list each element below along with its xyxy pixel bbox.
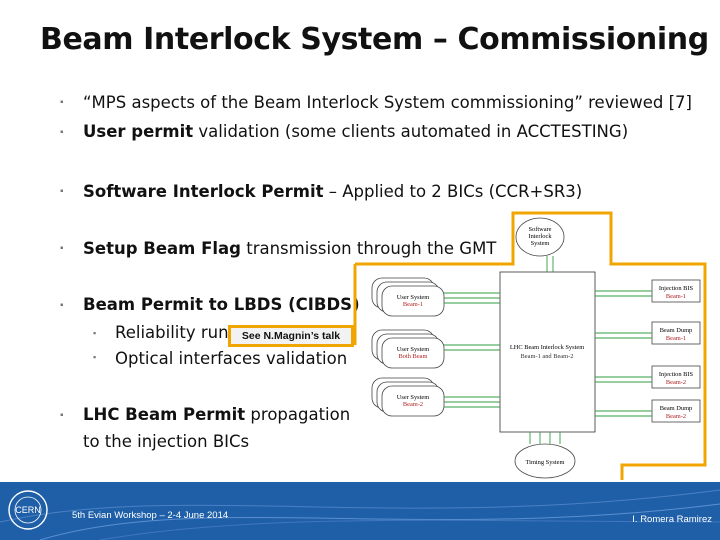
- bullet-marker: ▪: [60, 300, 64, 311]
- svg-text:Timing System: Timing System: [525, 459, 564, 466]
- beam-permit-links: [595, 290, 652, 417]
- svg-text:Beam-1: Beam-1: [666, 293, 686, 300]
- svg-text:CERN: CERN: [15, 505, 41, 515]
- svg-text:User System: User System: [397, 294, 430, 301]
- software-interlock-box: Software Interlock System: [515, 217, 565, 257]
- svg-text:Beam-2: Beam-2: [666, 379, 686, 386]
- bullet-software-interlock: Software Interlock Permit – Applied to 2…: [83, 182, 583, 201]
- diagram-frame: [353, 211, 707, 480]
- subbullet-optical-interfaces: Optical interfaces validation: [115, 349, 348, 368]
- cern-logo-icon: CERN: [8, 490, 48, 530]
- bullet-setup-beam-flag: Setup Beam Flag transmission through the…: [83, 239, 497, 258]
- svg-text:Beam-2: Beam-2: [403, 401, 423, 408]
- svg-text:Beam Dump: Beam Dump: [660, 327, 692, 334]
- callout-see-talk: See N.Magnin’s talk: [228, 325, 354, 347]
- subbullet-reliability-run: Reliability run: [115, 323, 229, 342]
- svg-text:Beam-1: Beam-1: [403, 301, 423, 308]
- bis-sublabel: Beam-1 and Beam-2: [521, 353, 574, 360]
- injection-bis-beam2-box: Injection BIS Beam-2: [651, 365, 701, 389]
- svg-text:User System: User System: [397, 346, 430, 353]
- subbullet-marker: ▪: [93, 328, 97, 338]
- footer-author: I. Romera Ramirez: [632, 514, 712, 525]
- svg-text:Beam Dump: Beam Dump: [660, 405, 692, 412]
- bullet-lhc-beam-permit-line2: to the injection BICs: [83, 432, 250, 451]
- bullet-mps-review: “MPS aspects of the Beam Interlock Syste…: [83, 93, 692, 112]
- bullet-lhc-beam-permit: LHC Beam Permit propagation: [83, 405, 351, 424]
- bullet-marker: ▪: [60, 127, 64, 138]
- bullet-marker: ▪: [60, 410, 64, 421]
- user-permit-links: [444, 256, 554, 408]
- user-system-beam1: User System Beam-1: [371, 277, 445, 317]
- svg-text:Beam-1: Beam-1: [666, 335, 686, 342]
- bis-main-box: [499, 271, 596, 433]
- svg-text:System: System: [531, 240, 550, 247]
- bullet-marker: ▪: [60, 97, 64, 108]
- timing-system-box: Timing System: [514, 443, 576, 479]
- svg-text:Injection BIS: Injection BIS: [659, 285, 694, 292]
- footer-workshop: 5th Evian Workshop – 2-4 June 2014: [72, 510, 229, 521]
- beam-dump-beam1-box: Beam Dump Beam-1: [651, 321, 701, 345]
- bullet-beam-permit-lbds: Beam Permit to LBDS (CIBDS): [83, 295, 360, 314]
- svg-text:Injection BIS: Injection BIS: [659, 371, 694, 378]
- beam-dump-beam2-box: Beam Dump Beam-2: [651, 399, 701, 423]
- timing-links: [529, 432, 561, 444]
- svg-text:Beam-2: Beam-2: [666, 413, 686, 420]
- svg-text:Software: Software: [528, 226, 551, 233]
- injection-bis-beam1-box: Injection BIS Beam-1: [651, 279, 701, 303]
- user-system-beam2: User System Beam-2: [371, 377, 445, 417]
- svg-text:Both Beam: Both Beam: [399, 353, 428, 360]
- svg-text:User System: User System: [397, 394, 430, 401]
- footer-bar: CERN 5th Evian Workshop – 2-4 June 2014 …: [0, 482, 720, 540]
- slide-title: Beam Interlock System – Commissioning: [40, 22, 709, 57]
- bis-label: LHC Beam Interlock System: [510, 344, 584, 351]
- bullet-marker: ▪: [60, 243, 64, 254]
- bullet-marker: ▪: [60, 186, 64, 197]
- footer-decoration: [0, 489, 720, 540]
- bullet-user-permit: User permit validation (some clients aut…: [83, 122, 629, 141]
- user-system-both-beam: User System Both Beam: [371, 329, 445, 369]
- svg-text:Interlock: Interlock: [528, 233, 552, 240]
- subbullet-marker: ▪: [93, 352, 97, 362]
